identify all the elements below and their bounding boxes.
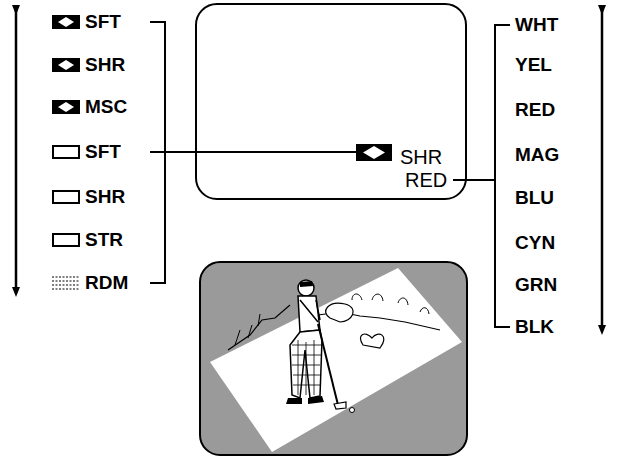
scroll-arrow — [601, 10, 604, 330]
title-mode-label: SFT — [85, 141, 121, 163]
color-label: YEL — [515, 54, 552, 76]
title-mode-label: MSC — [85, 96, 127, 118]
title-mode-label: RDM — [85, 272, 128, 294]
screen-box: SHRRED — [195, 3, 467, 200]
random-symbol — [52, 277, 80, 289]
color-label: WHT — [515, 14, 558, 36]
golfer-illustration — [200, 262, 467, 455]
screen-text: RED — [405, 169, 447, 191]
filled-symbol — [356, 144, 392, 161]
leader-line — [453, 179, 495, 181]
screen-text: SHR — [400, 146, 442, 168]
title-mode-label: SHR — [85, 54, 125, 76]
leader-line — [150, 151, 356, 153]
title-mode-label: SFT — [85, 11, 121, 33]
title-mode-label: SHR — [85, 186, 125, 208]
color-label: BLU — [515, 187, 554, 209]
color-label: BLK — [515, 316, 554, 338]
color-label: MAG — [515, 144, 559, 166]
color-label: CYN — [515, 232, 555, 254]
list-bracket — [495, 25, 510, 327]
color-label: RED — [515, 99, 555, 121]
title-mode-label: STR — [85, 229, 123, 251]
scroll-arrow — [15, 10, 18, 292]
color-label: GRN — [515, 274, 557, 296]
filled-symbol — [52, 15, 80, 114]
hollow-symbol — [53, 146, 79, 246]
